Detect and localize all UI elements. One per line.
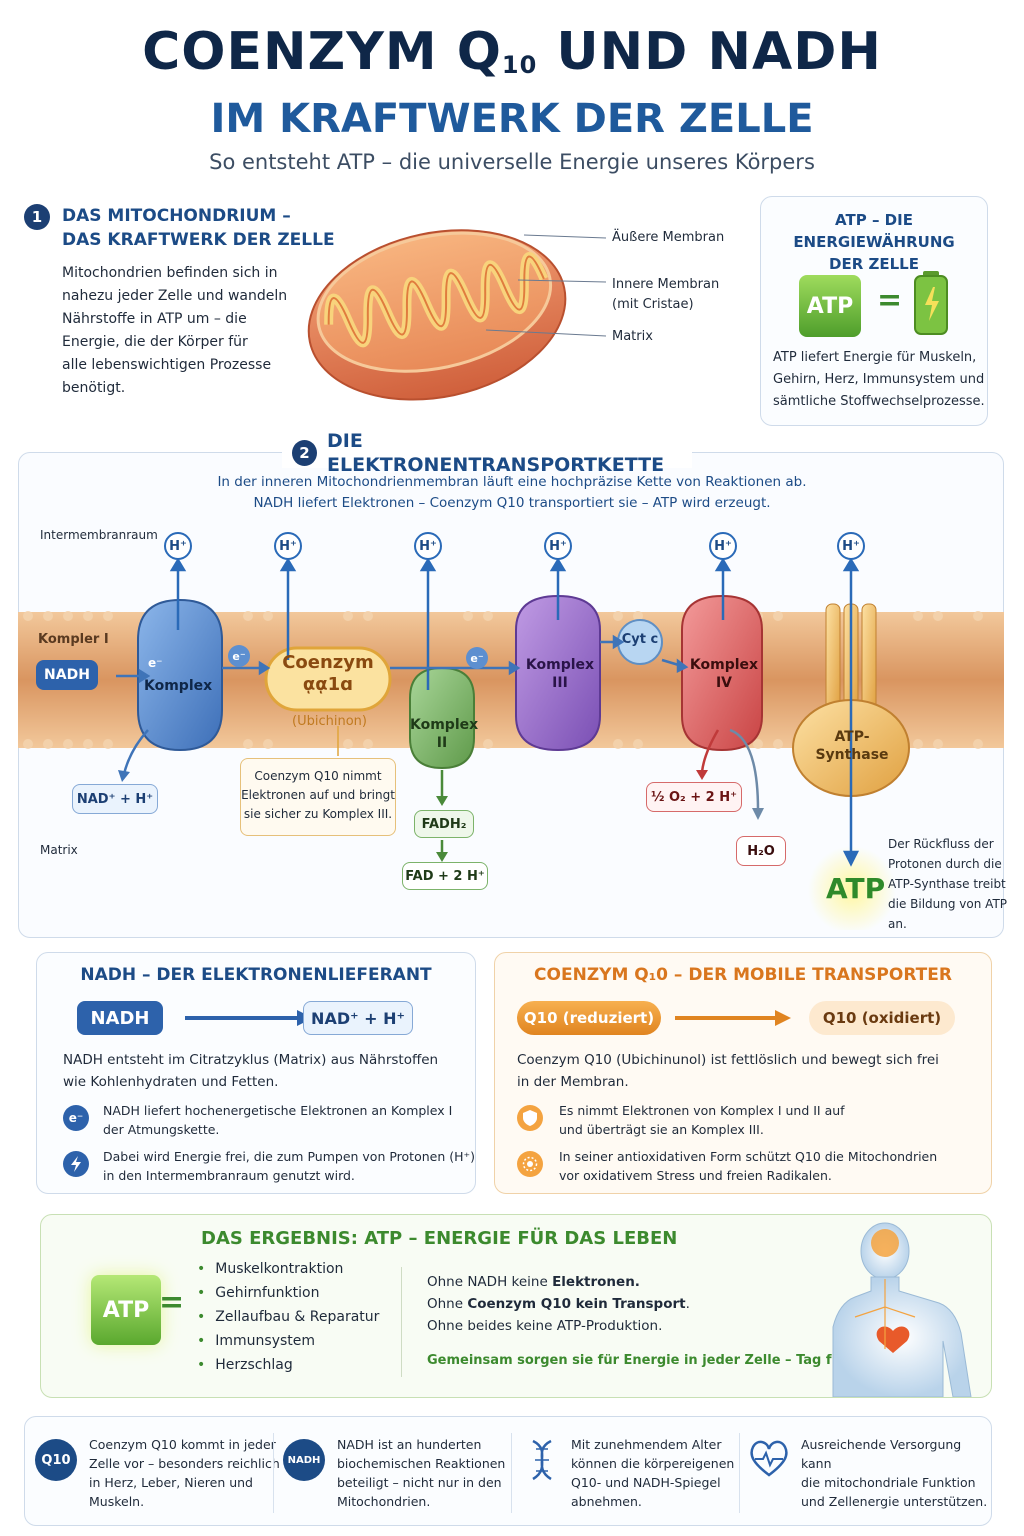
water-box: H₂O	[736, 836, 786, 866]
fadh2-box: FADH₂	[414, 810, 474, 838]
ubichinon-label: (Ubichinon)	[292, 714, 367, 729]
page-title-line2: IM KRAFTWERK DER ZELLE	[210, 96, 814, 142]
q10-arrow	[675, 1010, 791, 1026]
hplus-2: H⁺	[274, 532, 302, 560]
battery-icon	[914, 271, 948, 335]
label-matrix-space: Matrix	[40, 843, 78, 857]
nadh-badge: NADH	[283, 1439, 325, 1481]
antioxidant-icon	[517, 1151, 543, 1177]
hplus-4: H⁺	[544, 532, 572, 560]
nadh-box: NADH – DER ELEKTRONENLIEFERANT NADH NAD⁺…	[36, 952, 476, 1194]
nadh-box-text: NADH entsteht im Citratzyklus (Matrix) a…	[63, 1052, 439, 1090]
q10-from: Q10 (reduziert)	[517, 1001, 661, 1035]
page-subtitle: So entsteht ATP – die universelle Energi…	[209, 150, 815, 174]
q10-box: COENZYM Q₁0 – DER MOBILE TRANSPORTER Q10…	[494, 952, 992, 1194]
human-body-illustration	[832, 1222, 972, 1397]
section1-number: 1	[24, 204, 50, 230]
nadh-box-heading: NADH – DER ELEKTRONENLIEFERANT	[80, 965, 432, 985]
q10-box-heading: COENZYM Q₁0 – DER MOBILE TRANSPORTER	[534, 965, 952, 985]
result-statements: Ohne NADH keine Elektronen. Ohne Coenzym…	[427, 1274, 690, 1334]
q10-badge: Q10	[35, 1439, 77, 1481]
cytc-label: Cyt c	[621, 632, 659, 647]
komplex1-label: Komplex	[144, 678, 213, 694]
bullet-item: Gehirnfunktion	[197, 1281, 379, 1305]
q10-to: Q10 (oxidiert)	[809, 1001, 955, 1035]
label-inner-membrane: Innere Membran(mit Cristae)	[612, 277, 720, 312]
electron-icon: e⁻	[63, 1105, 89, 1131]
atp-cylinder: ATP	[799, 275, 861, 337]
bullet-item: Herzschlag	[197, 1353, 379, 1377]
section1-heading: DAS MITOCHONDRIUM – DAS KRAFTWERK DER ZE…	[62, 206, 335, 250]
fact-divider	[739, 1433, 740, 1513]
section2-heading: DIE ELEKTRONENTRANSPORTKETTE	[327, 430, 665, 476]
section2-number: 2	[292, 440, 317, 466]
result-divider	[401, 1267, 402, 1377]
nadh-arrow	[185, 1010, 313, 1026]
hplus-5: H⁺	[709, 532, 737, 560]
nadh-from: NADH	[77, 1001, 163, 1035]
electron-1: e⁻	[228, 645, 250, 667]
result-tagline: Gemeinsam sorgen sie für Energie in jede…	[427, 1353, 882, 1368]
page-title: COENZYM Q10 UND NADH	[142, 22, 882, 82]
lightning-icon	[63, 1151, 89, 1177]
shield-icon	[517, 1105, 543, 1131]
nadh-to: NAD⁺ + H⁺	[303, 1001, 413, 1035]
hplus-3: H⁺	[414, 532, 442, 560]
label-intermembrane: Intermembranraum	[40, 528, 158, 542]
bullet-item: Muskelkontraktion	[197, 1257, 379, 1281]
result-atp: ATP	[91, 1275, 161, 1345]
fact-divider	[511, 1433, 512, 1513]
dna-icon	[532, 1439, 552, 1481]
result-heading: DAS ERGEBNIS: ATP – ENERGIE FÜR DAS LEBE…	[201, 1228, 678, 1249]
atp-box-text: ATP liefert Energie für Muskeln,Gehirn, …	[773, 350, 985, 409]
fact-divider	[273, 1433, 274, 1513]
oxygen-box: ½ O₂ + 2 H⁺	[646, 782, 742, 812]
bullet-item: Zellaufbau & Reparatur	[197, 1305, 379, 1329]
q10-box-text: Coenzym Q10 (Ubichinunol) ist fettlöslic…	[517, 1052, 939, 1090]
label-outer-membrane: Äußere Membran	[612, 230, 725, 245]
atp-output: ATP	[826, 872, 886, 905]
hplus-6: H⁺	[837, 532, 865, 560]
hplus-1: H⁺	[164, 532, 192, 560]
heart-icon	[750, 1440, 788, 1477]
nad-plus-output: NAD⁺ + H⁺	[72, 784, 158, 814]
komplex-left-label: Kompler I	[38, 632, 109, 647]
result-box: DAS ERGEBNIS: ATP – ENERGIE FÜR DAS LEBE…	[40, 1214, 992, 1398]
label-matrix: Matrix	[612, 329, 653, 344]
section2-header: 2 DIE ELEKTRONENTRANSPORTKETTE	[282, 430, 692, 476]
result-equals: =	[159, 1285, 185, 1320]
electron-c1: e⁻	[148, 656, 163, 670]
etc-diagram	[18, 557, 1004, 930]
nadh-point2: Dabei wird Energie frei, die zum Pumpen …	[103, 1149, 475, 1183]
fad-box: FAD + 2 H⁺	[402, 862, 488, 890]
section2-intro: In der inneren Mitochondrienmembran läuf…	[217, 474, 807, 511]
atp-equals: =	[877, 283, 903, 318]
nadh-point1: NADH liefert hochenergetische Elektronen…	[103, 1103, 453, 1137]
nadh-input: NADH	[36, 660, 98, 690]
bullet-item: Immunsystem	[197, 1329, 379, 1353]
mitochondrion-illustration	[307, 229, 607, 401]
q10-point2: In seiner antioxidativen Form schützt Q1…	[559, 1149, 938, 1183]
atp-synthase-label: ATP-Synthase	[815, 729, 889, 763]
electron-2: e⁻	[466, 647, 488, 669]
q10-point1: Es nimmt Elektronen von Komplex I und II…	[559, 1103, 845, 1137]
result-bullets: Muskelkontraktion Gehirnfunktion Zellauf…	[197, 1257, 379, 1377]
